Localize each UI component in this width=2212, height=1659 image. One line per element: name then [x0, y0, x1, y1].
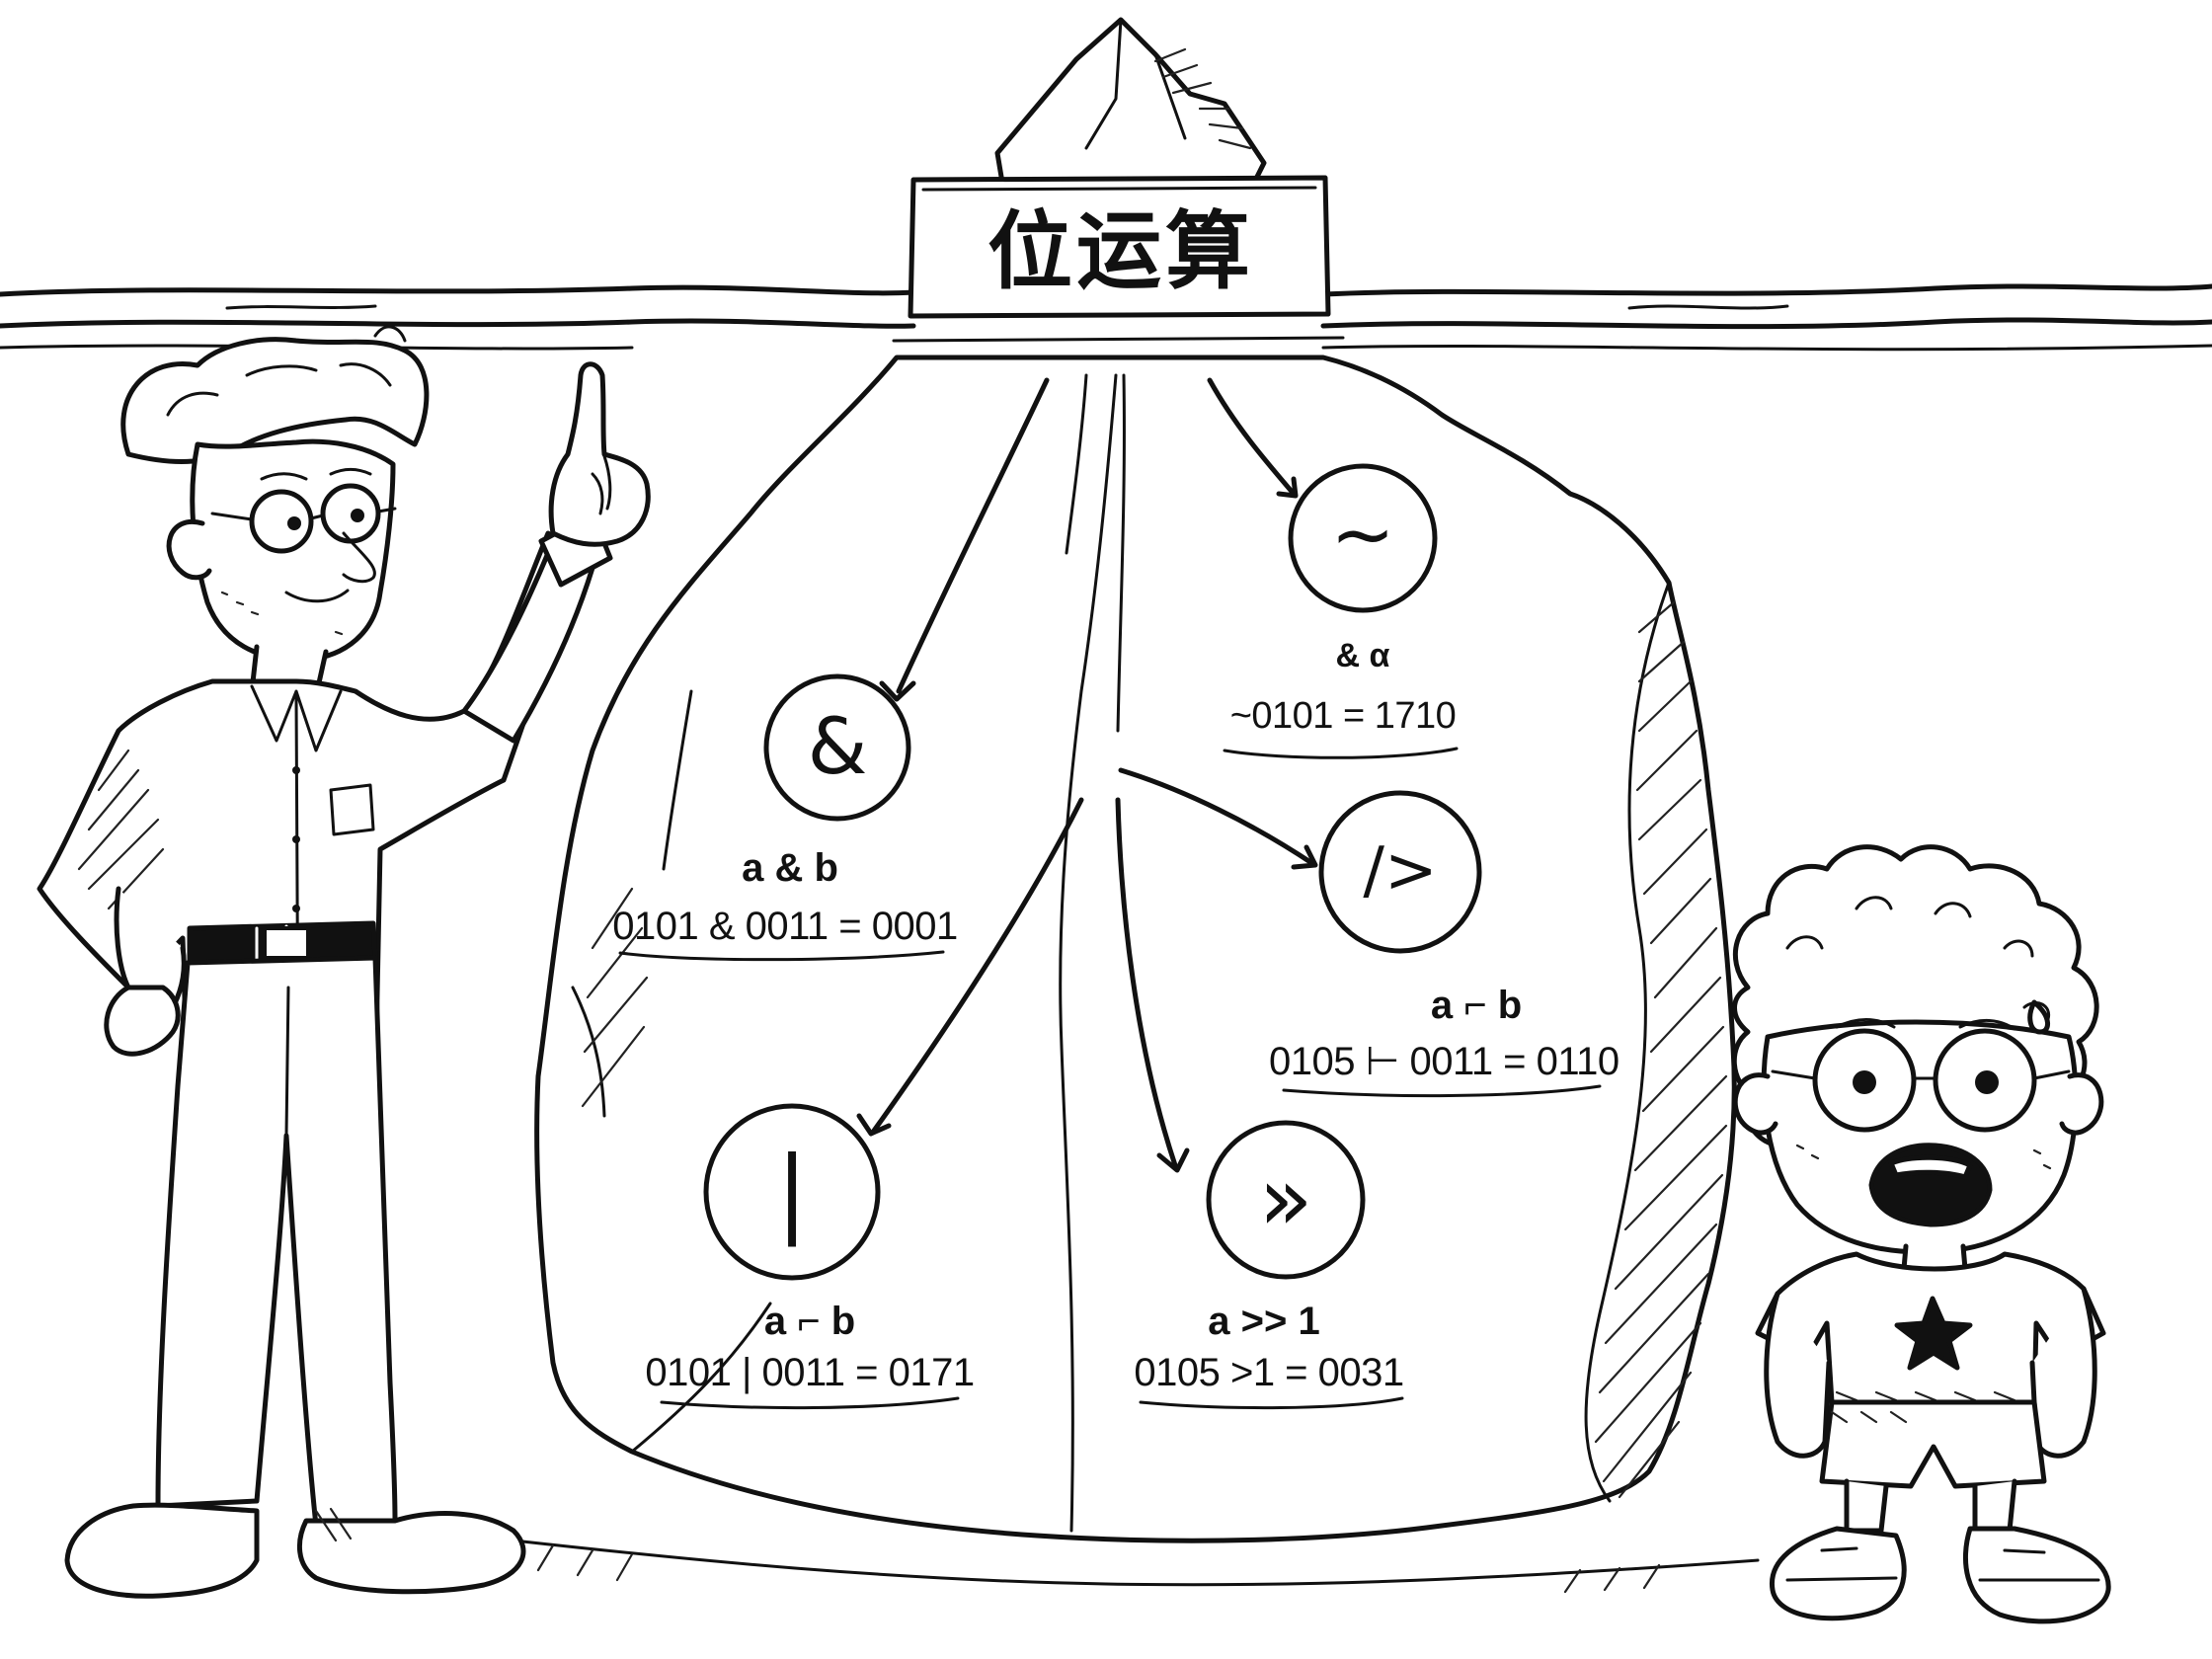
iceberg-body — [512, 355, 1760, 1594]
and-operator-circle — [763, 673, 911, 822]
or-operator-example: 0101 | 0011 = 0171 — [645, 1351, 975, 1394]
shift-operator-circle — [1206, 1120, 1366, 1280]
and-operator-example: 0101 & 0011 = 0001 — [612, 905, 958, 948]
operator-circles — [703, 463, 1482, 1281]
title-label: 位运算 — [988, 202, 1254, 301]
xor-operator-symbol: /> — [1363, 834, 1438, 908]
arrows — [856, 377, 1318, 1173]
xor-operator-circle — [1318, 790, 1482, 954]
not-operator-symbol: ~ — [1330, 491, 1395, 580]
xor-operator-name: a ⌐ b — [1430, 984, 1523, 1027]
iceberg-tip — [994, 17, 1267, 186]
shift-operator-symbol: » — [1258, 1147, 1313, 1251]
xor-operator-example: 0105 ⊢ 0011 = 0110 — [1269, 1040, 1620, 1083]
teacher-pointing-icon — [37, 325, 651, 1599]
or-operator-circle — [703, 1103, 881, 1281]
shift-operator-name: a >> 1 — [1208, 1300, 1320, 1343]
example-underlines — [618, 747, 1602, 1410]
not-operator-example: ~0101 = 1710 — [1229, 695, 1457, 737]
scared-kid-icon — [1731, 844, 2111, 1624]
not-operator-name: & α — [1335, 637, 1390, 674]
shift-operator-example: 0105 >1 = 0031 — [1134, 1351, 1404, 1394]
and-operator-symbol: & — [807, 703, 868, 792]
not-operator-circle — [1288, 463, 1438, 613]
and-operator-name: a & b — [742, 846, 838, 890]
or-operator-symbol: | — [775, 1137, 809, 1247]
title-sign — [892, 175, 1345, 343]
or-operator-name: a ⌐ b — [763, 1300, 856, 1343]
